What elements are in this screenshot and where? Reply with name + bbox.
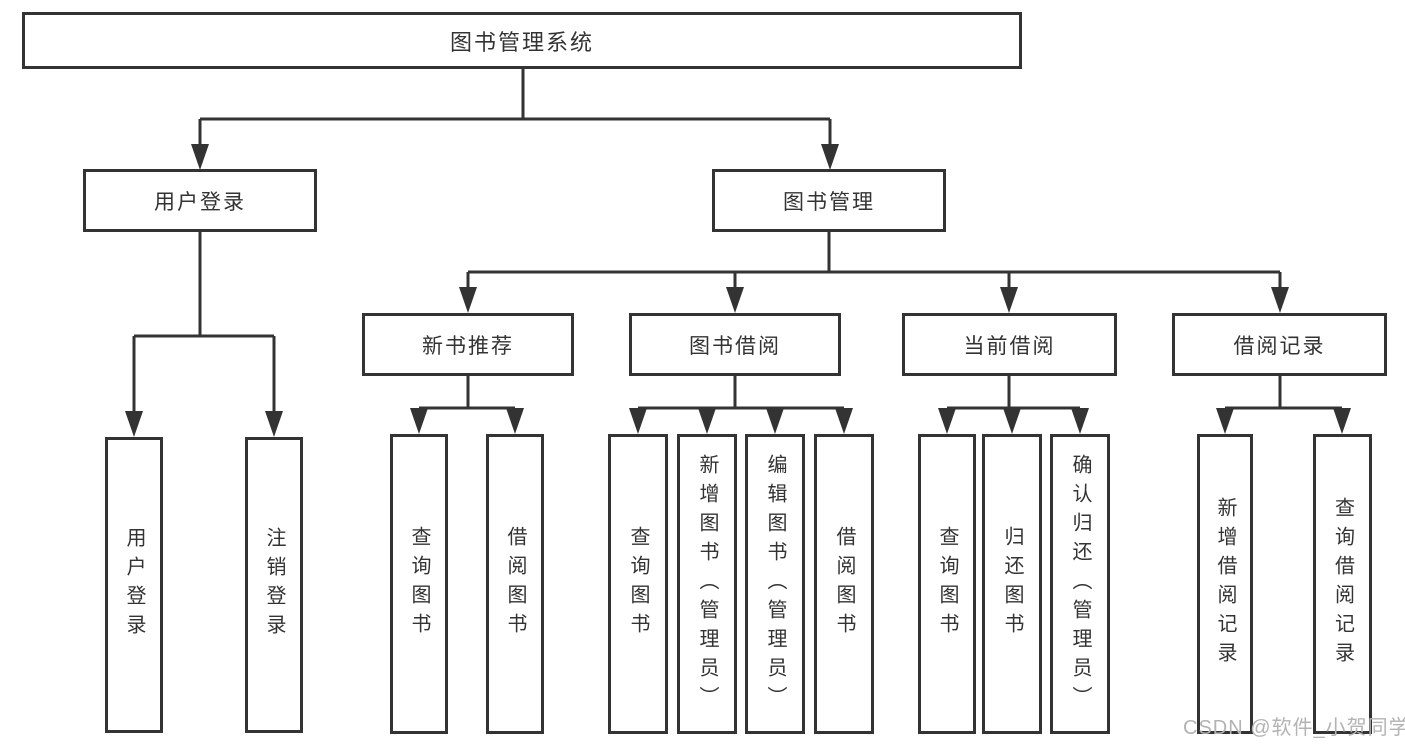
node-current-borrowing: 当前借阅 [902, 313, 1117, 376]
connector-borrow-record-children [1223, 376, 1344, 413]
arrow-down-icon [629, 408, 647, 434]
arrowheads [125, 144, 1351, 437]
arrow-down-icon [125, 411, 143, 437]
node-label: 新书推荐 [422, 334, 514, 358]
arrow-down-icon [410, 408, 428, 434]
node-label: 图书借阅 [689, 334, 781, 358]
node-confirm-return-admin: 确认归还（管理员） [1050, 434, 1110, 734]
connector-book-mgmt-children [466, 232, 1282, 292]
node-new-book-recommend: 新书推荐 [362, 313, 574, 376]
node-add-borrow-record: 新增借阅记录 [1197, 434, 1253, 734]
node-book-borrowing: 图书借阅 [629, 313, 841, 376]
node-label: 查询图书 [627, 526, 649, 642]
node-return-books: 归还图书 [982, 434, 1042, 734]
node-query-books-2: 查询图书 [608, 434, 668, 734]
node-label: 借阅图书 [833, 526, 855, 642]
node-label: 借阅图书 [504, 526, 526, 642]
arrow-down-icon [1271, 287, 1289, 313]
node-add-books-admin: 新增图书（管理员） [677, 434, 737, 734]
arrow-down-icon [459, 287, 477, 313]
arrow-down-icon [1003, 408, 1021, 434]
arrow-down-icon [821, 144, 839, 170]
node-label: 用户登录 [154, 190, 246, 214]
arrow-down-icon [1000, 287, 1018, 313]
node-logout: 注销登录 [245, 437, 303, 733]
node-book-management: 图书管理 [712, 169, 946, 232]
arrow-down-icon [506, 408, 524, 434]
node-borrow-books-2: 借阅图书 [814, 434, 874, 734]
csdn-watermark: CSDN @软件_小贺同学 [1183, 717, 1405, 739]
node-label: 编辑图书（管理员） [764, 453, 786, 715]
node-label: 用户登录 [123, 527, 145, 643]
node-label: 图书管理 [783, 190, 875, 214]
arrow-down-icon [835, 408, 853, 434]
node-label: 当前借阅 [963, 334, 1056, 358]
connector-new-book-children [417, 376, 517, 413]
node-user-login-leaf: 用户登录 [105, 437, 163, 733]
connector-root-to-level1 [198, 68, 832, 148]
arrow-down-icon [766, 408, 784, 434]
node-borrowing-records: 借阅记录 [1172, 313, 1387, 376]
node-user-login: 用户登录 [83, 169, 317, 232]
arrow-down-icon [726, 287, 744, 313]
arrow-down-icon [938, 408, 956, 434]
node-query-books-1: 查询图书 [390, 434, 448, 734]
arrow-down-icon [191, 144, 209, 170]
arrow-down-icon [265, 411, 283, 437]
node-label: 新增图书（管理员） [696, 453, 718, 715]
arrow-down-icon [698, 408, 716, 434]
node-query-books-3: 查询图书 [918, 434, 976, 734]
node-edit-books-admin: 编辑图书（管理员） [745, 434, 805, 734]
node-query-borrow-record: 查询借阅记录 [1313, 434, 1372, 734]
connector-book-borrow-children [636, 376, 846, 413]
node-label: 注销登录 [263, 527, 285, 643]
node-label: 查询图书 [408, 526, 430, 642]
connector-current-borrow-children [945, 376, 1082, 413]
node-label: 新增借阅记录 [1214, 497, 1236, 671]
node-borrow-books-1: 借阅图书 [486, 434, 544, 734]
connector-user-login-children [132, 232, 276, 415]
arrow-down-icon [1216, 408, 1234, 434]
arrow-down-icon [1071, 408, 1089, 434]
node-label: 借阅记录 [1233, 334, 1326, 358]
node-label: 查询图书 [936, 526, 958, 642]
node-root-label: 图书管理系统 [449, 29, 594, 55]
node-label: 查询借阅记录 [1331, 497, 1354, 671]
node-label: 确认归还（管理员） [1069, 453, 1091, 715]
arrow-down-icon [1333, 408, 1351, 434]
node-label: 归还图书 [1001, 526, 1023, 642]
node-root-system: 图书管理系统 [22, 12, 1022, 69]
